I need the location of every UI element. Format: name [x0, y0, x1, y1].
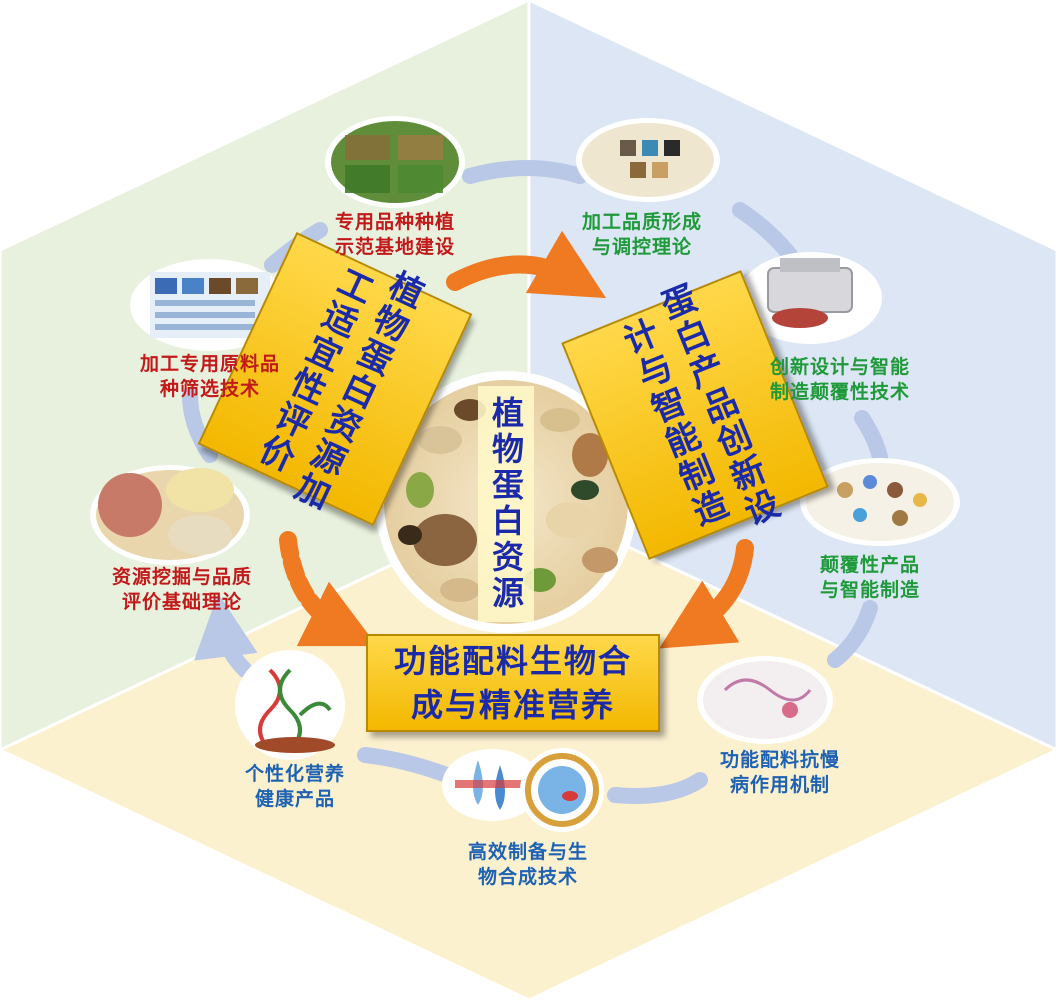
node-label-personalized-nutrition: 个性化营养 健康产品 — [244, 763, 345, 810]
theme-text-functional-ingredients: 功能配料生物合 成与精准营养 — [393, 642, 632, 724]
ring-segment-right-lower — [827, 600, 878, 668]
ring-segment-left — [182, 387, 218, 463]
printer-meat-icon — [738, 252, 882, 344]
flow-arrow-top — [446, 230, 607, 299]
membrane-icon — [520, 748, 604, 832]
photo-products — [800, 458, 960, 546]
ring-segment-top — [462, 160, 588, 184]
node-label-processing-quality: 加工品质形成 与调控理论 — [581, 211, 702, 258]
node-label-anti-chronic-mechanism: 功能配料抗慢 病作用机制 — [719, 749, 840, 796]
node-label-intelligent-manufacturing-tech: 创新设计与智能 制造颠覆性技术 — [769, 356, 910, 403]
ring-segment-left-lower — [194, 593, 258, 678]
node-label-raw-material-screening: 加工专用原料品 种筛选技术 — [139, 353, 280, 400]
ring-segment-top-right — [732, 202, 798, 263]
sector-yellow — [0, 498, 1057, 1000]
flow-arrow-right — [659, 539, 754, 649]
node-label-planting-base: 专用品种种植 示范基地建设 — [334, 211, 455, 258]
center-title: 植物蛋白资源 — [478, 386, 534, 622]
node-label-disruptive-products: 颠覆性产品 与智能制造 — [819, 554, 920, 601]
theme-text-product-design: 蛋白产品创新设 计与智能制造 — [612, 278, 785, 535]
photo-mechanism — [697, 656, 833, 744]
photo-field — [325, 116, 465, 208]
ring-segment-bottom-right — [607, 772, 708, 804]
node-label-quality-evaluation: 资源挖掘与品质 评价基础理论 — [111, 566, 252, 613]
droplet-icon — [442, 749, 542, 821]
photo-processing — [576, 118, 720, 202]
theme-box-functional-ingredients: 功能配料生物合 成与精准营养 — [366, 634, 660, 732]
dna-plant-icon — [235, 650, 345, 760]
node-label-efficient-preparation: 高效制备与生 物合成技术 — [467, 841, 588, 888]
flow-arrow-left — [279, 531, 378, 647]
photo-screening — [130, 259, 290, 351]
photo-peanuts — [90, 465, 250, 565]
